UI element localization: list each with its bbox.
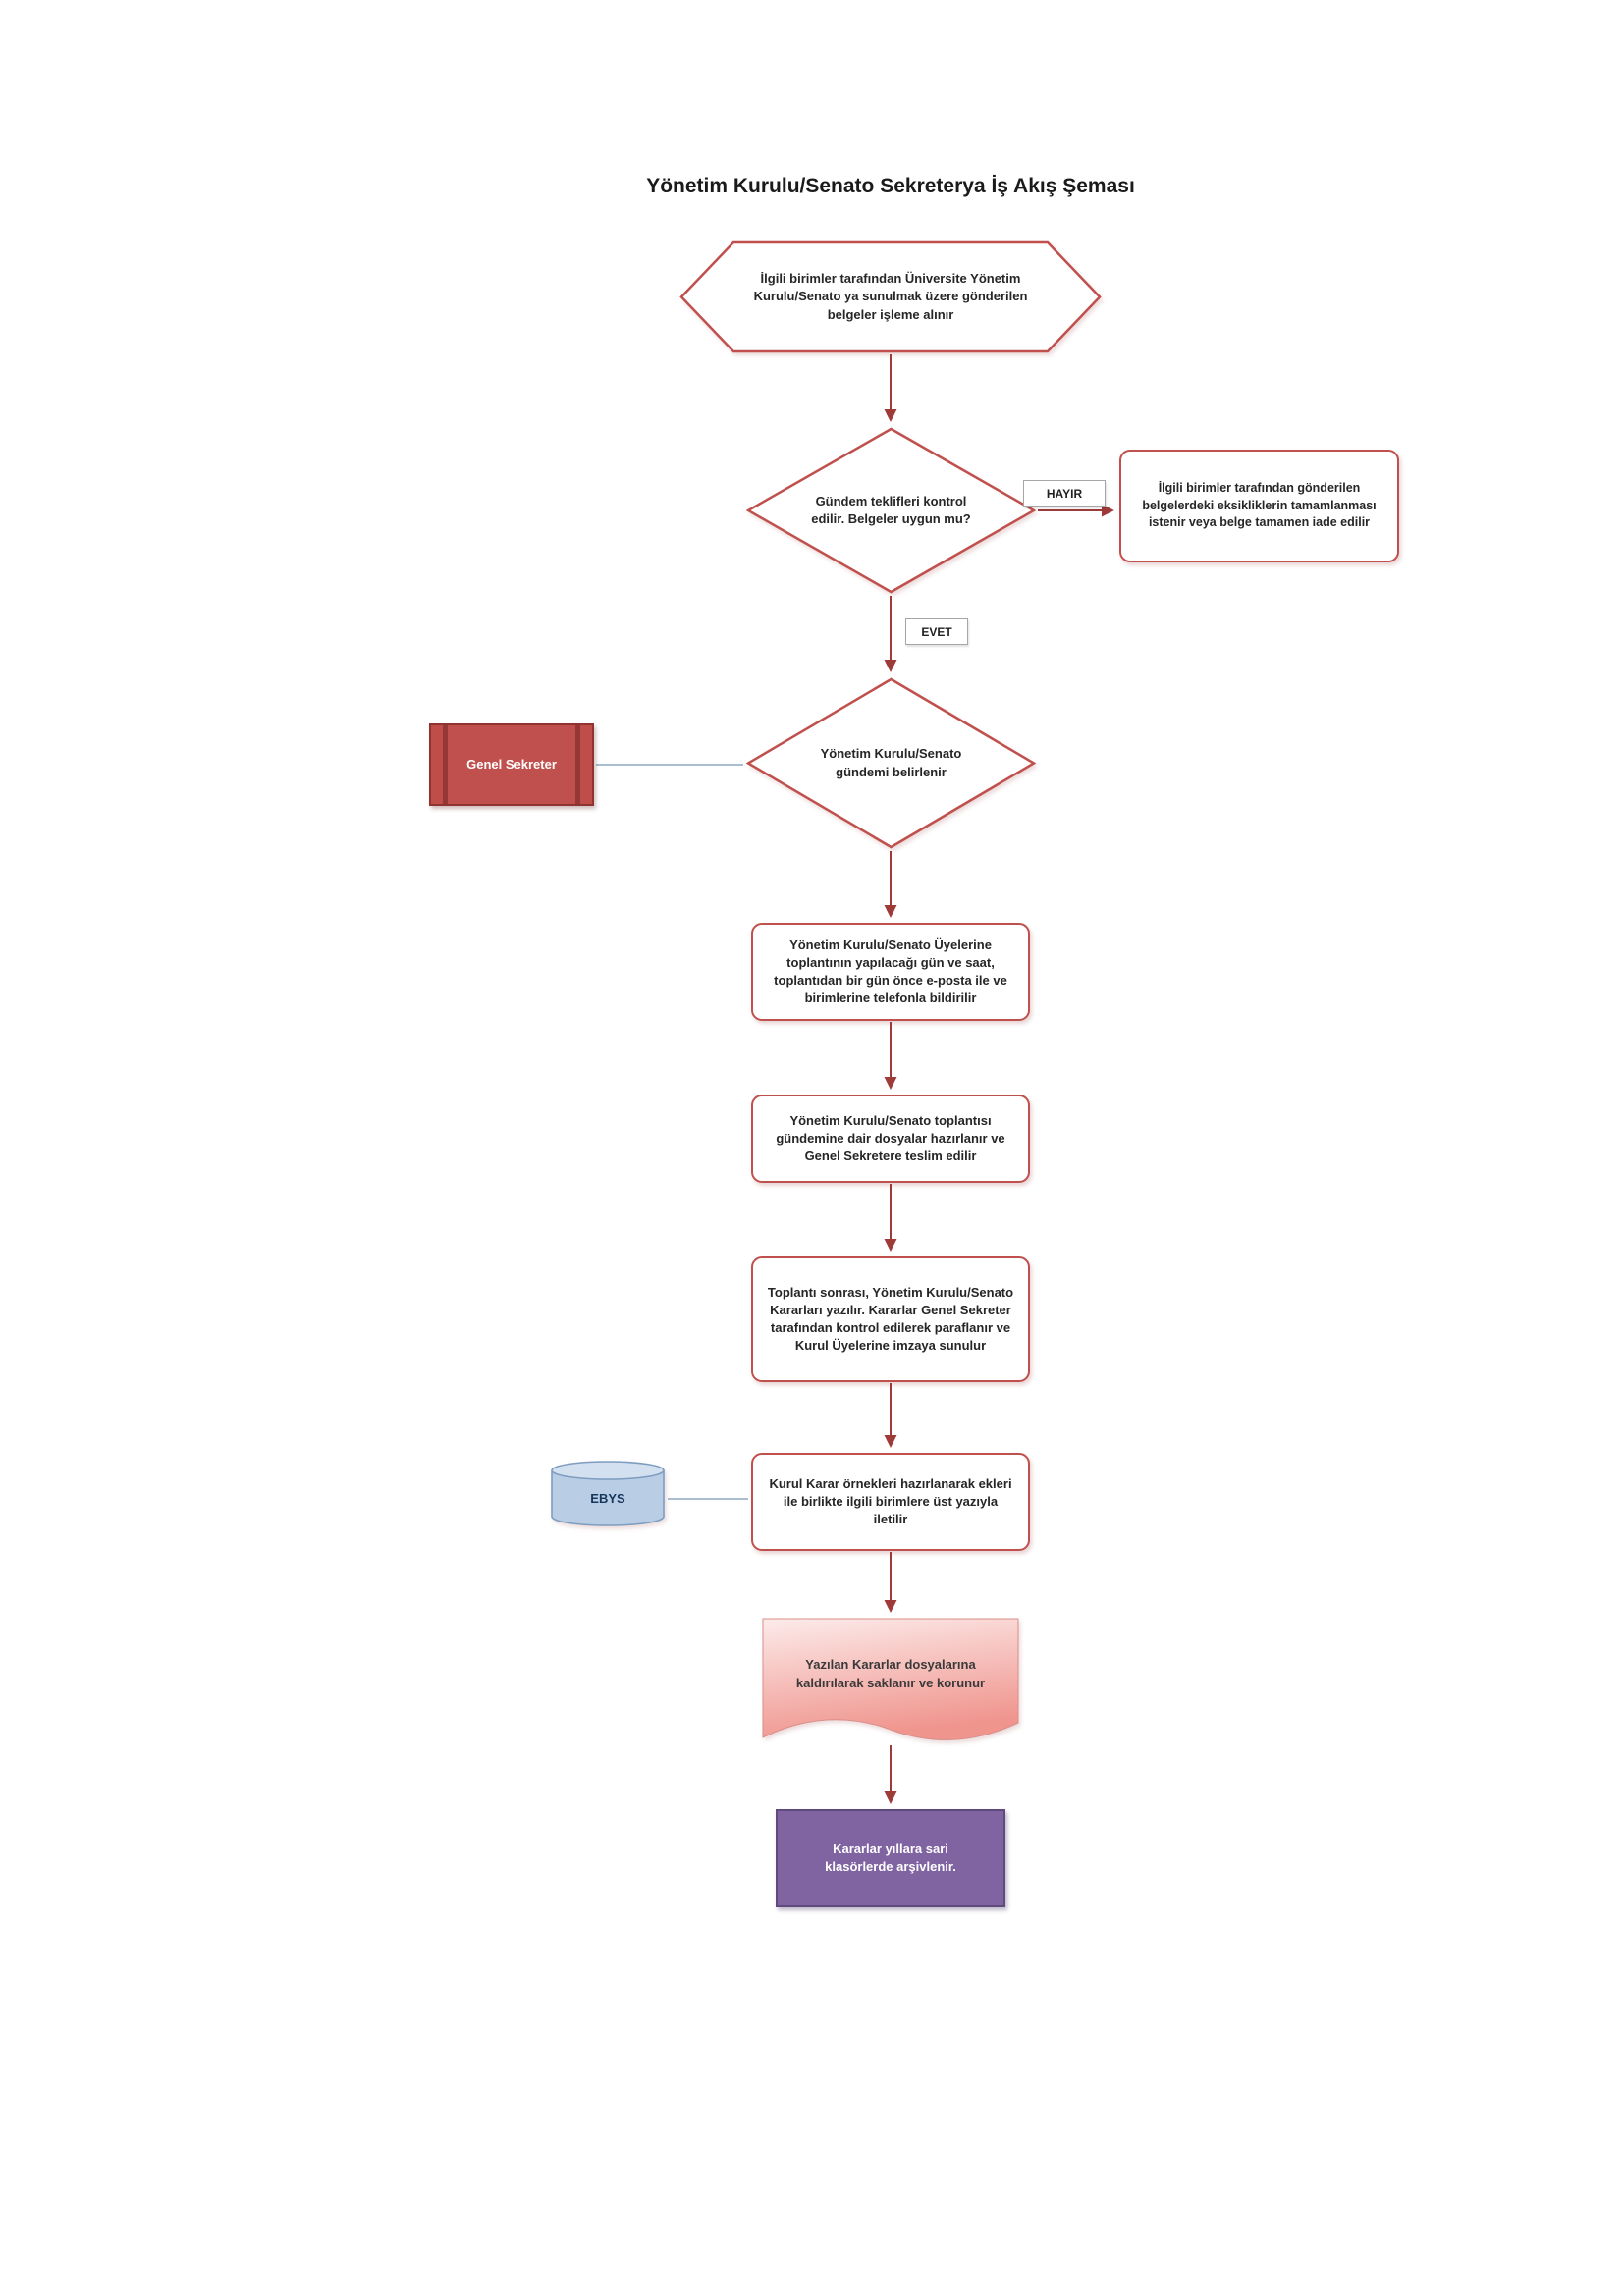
send-copies-node: Kurul Karar örnekleri hazırlanarak ekler…: [751, 1453, 1030, 1551]
notify-members-text: Yönetim Kurulu/Senato Üyelerine toplantı…: [774, 936, 1007, 1006]
store-decisions-text: Yazılan Kararlar dosyalarına kaldırılara…: [795, 1657, 986, 1690]
decision-check-node: Gündem teklifleri kontrol edilir. Belgel…: [746, 427, 1036, 594]
decision-check-text: Gündem teklifleri kontrol edilir. Belgel…: [811, 493, 971, 526]
start-node: İlgili birimler tarafından Üniversite Yö…: [679, 240, 1102, 353]
database-cylinder-shape: [551, 1461, 665, 1526]
return-docs-text: İlgili birimler tarafından gönderilen be…: [1142, 481, 1377, 530]
branch-label-no: HAYIR: [1023, 480, 1106, 507]
page-title: Yönetim Kurulu/Senato Sekreterya İş Akış…: [646, 175, 1135, 197]
decision-agenda-text: Yönetim Kurulu/Senato gündemi belirlenir: [820, 746, 962, 779]
archive-text: Kararlar yıllara sari klasörlerde arşivl…: [825, 1841, 956, 1874]
document-shape: [762, 1618, 1019, 1740]
genel-sekreter-text: Genel Sekreter: [466, 756, 557, 772]
diamond-shape: [746, 677, 1036, 849]
prepare-files-node: Yönetim Kurulu/Senato toplantısı gündemi…: [751, 1095, 1030, 1183]
store-decisions-node: Yazılan Kararlar dosyalarına kaldırılara…: [762, 1618, 1019, 1752]
decision-agenda-node: Yönetim Kurulu/Senato gündemi belirlenir: [746, 677, 1036, 849]
ebys-text: EBYS: [590, 1490, 625, 1506]
write-decisions-node: Toplantı sonrası, Yönetim Kurulu/Senato …: [751, 1256, 1030, 1382]
archive-node: Kararlar yıllara sari klasörlerde arşivl…: [776, 1809, 1005, 1907]
genel-sekreter-node: Genel Sekreter: [429, 723, 594, 806]
write-decisions-text: Toplantı sonrası, Yönetim Kurulu/Senato …: [767, 1284, 1014, 1354]
return-docs-node: İlgili birimler tarafından gönderilen be…: [1119, 450, 1399, 562]
prepare-files-text: Yönetim Kurulu/Senato toplantısı gündemi…: [776, 1112, 1005, 1164]
notify-members-node: Yönetim Kurulu/Senato Üyelerine toplantı…: [751, 923, 1030, 1021]
send-copies-text: Kurul Karar örnekleri hazırlanarak ekler…: [769, 1475, 1012, 1527]
hexagon-shape: [679, 240, 1102, 353]
ebys-database-node: EBYS: [550, 1460, 666, 1528]
branch-label-yes: EVET: [905, 618, 968, 645]
diamond-shape: [746, 427, 1036, 594]
start-node-text: İlgili birimler tarafından Üniversite Yö…: [753, 271, 1028, 322]
